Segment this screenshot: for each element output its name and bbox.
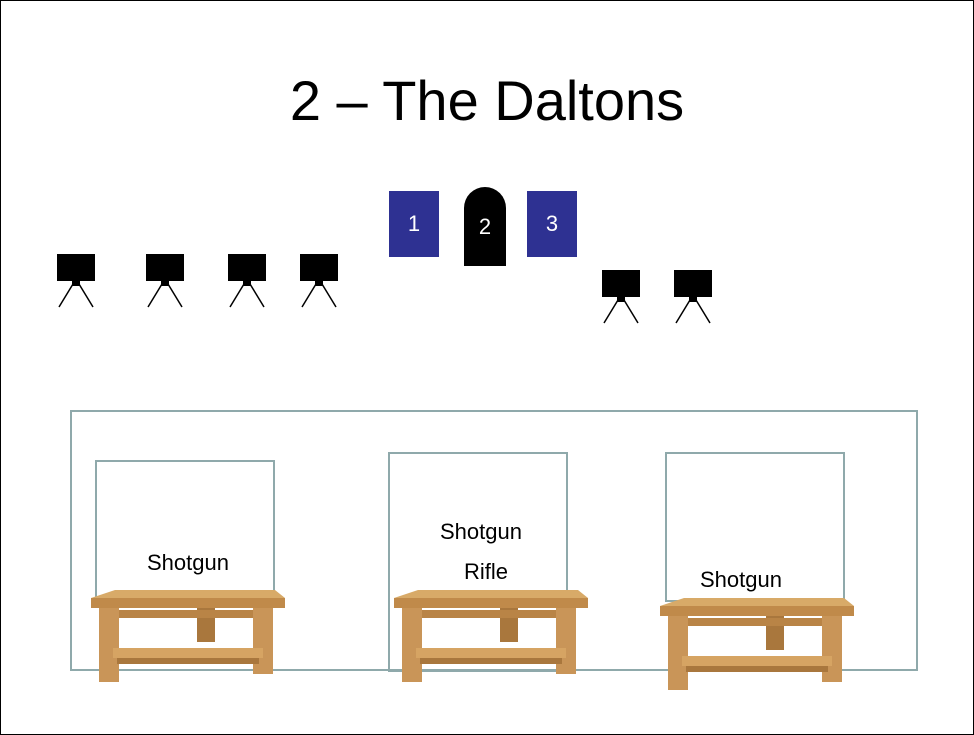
popper-target-icon: [298, 254, 340, 308]
target-3: 3: [527, 191, 577, 257]
target-2: 2: [464, 187, 506, 266]
station-2-label: Shotgun: [440, 519, 522, 545]
stage-title: 2 – The Daltons: [1, 69, 973, 133]
target-1: 1: [389, 191, 439, 257]
table-icon: [390, 590, 590, 689]
station-bay-1: [95, 460, 275, 600]
popper-target-icon: [55, 254, 97, 308]
popper-target-icon: [600, 270, 642, 324]
popper-target-icon: [144, 254, 186, 308]
table-icon: [656, 598, 856, 697]
popper-target-icon: [672, 270, 714, 324]
popper-target-icon: [226, 254, 268, 308]
station-3-label: Shotgun: [700, 567, 782, 593]
station-2-label-2: Rifle: [464, 559, 508, 585]
table-icon: [87, 590, 287, 689]
station-1-label: Shotgun: [147, 550, 229, 576]
